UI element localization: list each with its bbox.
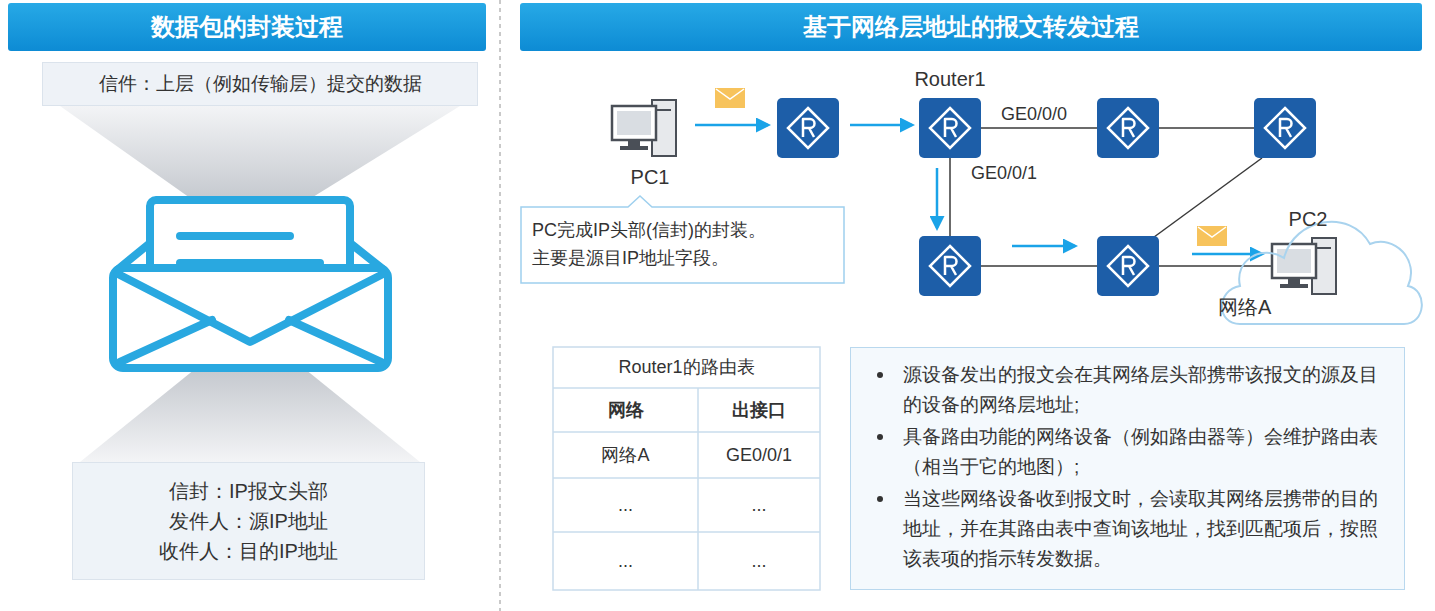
envelope-illustration — [113, 200, 388, 368]
table-header: 出接口 — [698, 388, 820, 432]
link-line — [981, 127, 1097, 129]
title-band: 基于网络层地址的报文转发过程 — [520, 3, 1422, 51]
callout-outline — [520, 206, 845, 284]
port-label: GE0/0/0 — [988, 101, 1080, 127]
bullet-text: 具备路由功能的网络设备（例如路由器等）会维护路由表（相当于它的地图）; — [903, 422, 1382, 482]
panel-title: 基于网络层地址的报文转发过程 — [803, 11, 1139, 43]
table-grid — [553, 347, 820, 590]
bullet-text: 当这些网络设备收到报文时，会读取其网络层携带的目的地址，并在其路由表中查询该地址… — [903, 484, 1382, 574]
table-cell: ... — [553, 478, 698, 532]
router-icon — [1254, 98, 1316, 158]
router-icon — [1097, 98, 1159, 158]
router-icon — [919, 236, 981, 296]
flow-arrow — [936, 168, 939, 228]
node-text: Router1的路由表 — [553, 347, 820, 388]
callout-box: PC完成IP头部(信封)的封装。 主要是源目IP地址字段。 — [520, 206, 845, 284]
bullet-dot — [877, 496, 883, 502]
pc-icon — [612, 100, 676, 156]
flow-arrow — [850, 124, 912, 127]
title-band: 数据包的封装过程 — [8, 3, 486, 51]
port-label: GE0/0/1 — [958, 160, 1050, 186]
flow-arrow — [1012, 245, 1075, 248]
node-text: 网络A — [1218, 296, 1271, 318]
pc-label: PC2 — [1276, 204, 1340, 232]
router-icon — [777, 98, 839, 158]
divider — [499, 0, 501, 611]
node-text: Router1 — [914, 68, 985, 90]
bullet-dot — [877, 434, 883, 440]
network-cloud: 网络A PC2 — [1218, 190, 1424, 330]
table-cell: ... — [698, 478, 820, 532]
router-icon — [919, 98, 981, 158]
bullet-text: 源设备发出的报文会在其网络层头部携带该报文的源及目的设备的网络层地址; — [903, 360, 1382, 420]
table-cell: GE0/0/1 — [698, 432, 820, 478]
pc-label: PC1 — [612, 162, 688, 192]
envelope-box: 信封：IP报文头部发件人：源IP地址收件人：目的IP地址 — [72, 462, 425, 580]
table-cell: 网络A — [553, 432, 698, 478]
pc-icon — [1272, 238, 1336, 294]
panel-title: 数据包的封装过程 — [151, 11, 343, 43]
link-line — [1159, 127, 1254, 129]
table-cell: ... — [553, 532, 698, 590]
bullet-dot — [877, 372, 883, 378]
link-line — [949, 158, 951, 236]
link-line — [1159, 265, 1275, 267]
flow-arrow — [695, 124, 768, 127]
router-icon — [1097, 236, 1159, 296]
mail-icon — [715, 88, 745, 108]
node-text: 发件人：源IP地址 — [169, 506, 328, 536]
link-line — [981, 265, 1097, 267]
node-text: PC2 — [1289, 208, 1328, 230]
node-text: PC1 — [631, 166, 670, 188]
routing-table: Router1的路由表 — [553, 347, 820, 590]
node-text: 信件：上层（例如传输层）提交的数据 — [99, 71, 422, 97]
letter-box: 信件：上层（例如传输层）提交的数据 — [42, 62, 478, 106]
flow-arrow — [1192, 253, 1262, 256]
router-label: Router1 — [900, 64, 1000, 94]
notes-box: 源设备发出的报文会在其网络层头部携带该报文的源及目的设备的网络层地址;具备路由功… — [850, 347, 1405, 590]
node-text: 收件人：目的IP地址 — [159, 536, 338, 566]
node-text: 信封：IP报文头部 — [169, 476, 328, 506]
table-cell: ... — [698, 532, 820, 590]
table-header: 网络 — [553, 388, 698, 432]
mail-icon — [1197, 226, 1227, 246]
